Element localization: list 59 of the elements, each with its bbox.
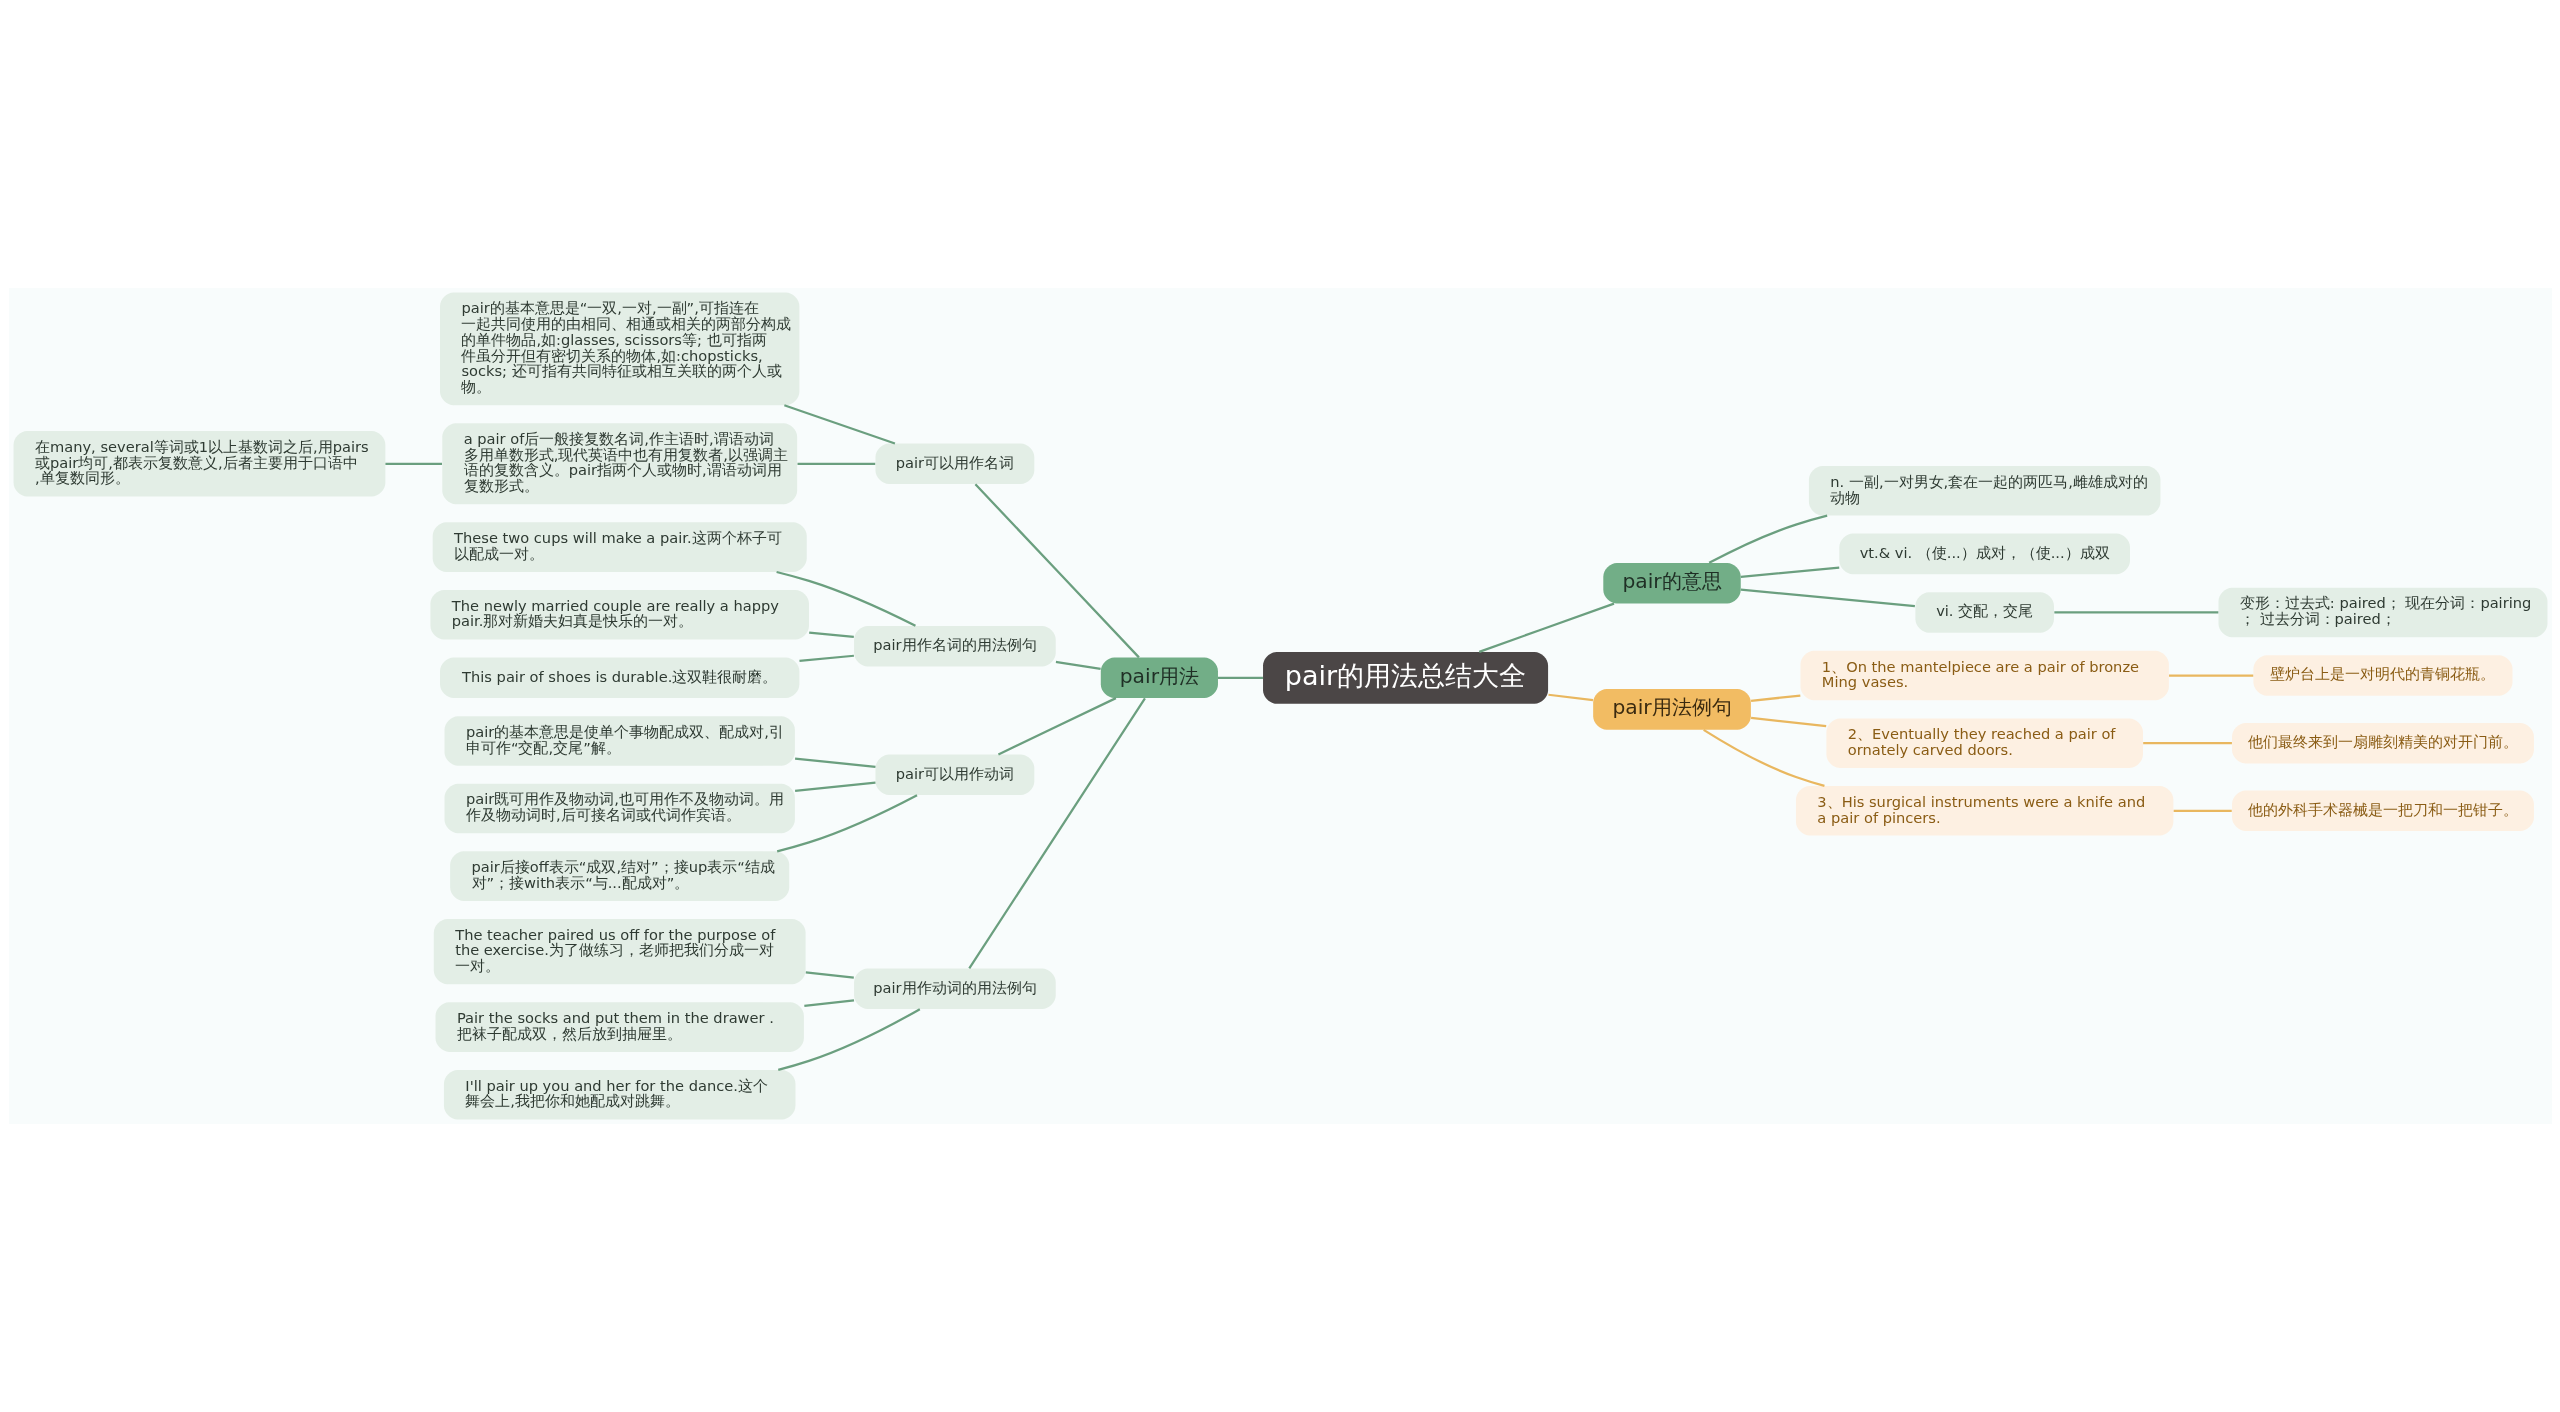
connector — [2173, 809, 2232, 812]
node-box: 2、Eventually they reached a pair of ornately carved doors. — [1825, 718, 2143, 768]
connector — [1217, 676, 1263, 679]
connector — [777, 1008, 920, 1071]
connector — [797, 462, 875, 465]
node-box: This pair of shoes is durable.这双鞋很耐磨。 — [439, 657, 799, 699]
node-box: vt.& vi. （使...）成对，（使...）成双 — [1838, 533, 2130, 575]
connector — [794, 781, 876, 792]
connector — [798, 654, 854, 663]
node-box: 壁炉台上是一对明代的青铜花瓶。 — [2252, 655, 2513, 696]
node-box: pair可以用作动词 — [874, 754, 1034, 795]
connector — [1547, 693, 1593, 702]
node-box: 1、On the mantelpiece are a pair of bronze Ming vases. — [1799, 650, 2169, 701]
node-box: pair的基本意思是使单个事物配成双、配成对,引申可作“交配,交尾”解。 — [444, 716, 795, 766]
node-box: pair用法例句 — [1592, 689, 1751, 730]
node-box: pair后接off表示“成双,结对”；接up表示“结成对”；接with表示“与...配成对”。 — [449, 851, 789, 901]
connector — [384, 462, 442, 465]
node-box: The newly married couple are really a happy pair.那对新婚夫妇真是快乐的一对。 — [429, 589, 809, 640]
node-box: pair可以用作名词 — [874, 443, 1034, 485]
connector — [1478, 602, 1614, 653]
node-box: n. 一副,一对男女,套在一起的两匹马,雌雄成对的动物 — [1808, 466, 2160, 516]
connector — [775, 570, 916, 627]
connector — [808, 631, 854, 638]
connector — [1740, 566, 1839, 578]
node-box: These two cups will make a pair.这两个杯子可以配成一对。 — [432, 522, 807, 572]
connector — [2142, 742, 2232, 745]
connector — [783, 404, 895, 445]
connector — [1055, 660, 1101, 670]
node-box: Pair the socks and put them in the drawer .把袜子配成双，然后放到抽屉里。 — [435, 1002, 804, 1052]
node-box: pair用法 — [1100, 657, 1218, 699]
connector — [805, 971, 854, 979]
connector — [967, 697, 1146, 969]
connector — [2168, 674, 2253, 677]
node-box: a pair of后一般接复数名词,作主语时,谓语动词多用单数形式,现代英语中也有用复数者,以强调主语的复数含义。pair指两个人或物时,谓语动词用复数形式。 — [441, 423, 797, 505]
node-box: pair的基本意思是“一双,一对,一副”,可指连在一起共同使用的由相同、相通或相关的两部分构成的单件物品,如:glasses, scissors等; 也可指两件虽分开但有密切关系的物体,如:chopsticks, socks; 还可指有共同特征或相互关联的两个人或物。 — [439, 292, 799, 406]
node-box: 在many, several等词或1以上基数词之后,用pairs或pair均可,都表示复数意义,后者主要用于口语中,单复数同形。 — [13, 431, 385, 497]
connector — [794, 757, 876, 768]
node-box: pair的意思 — [1602, 562, 1741, 604]
node-box: pair既可用作及物动词,也可用作不及物动词。用作及物动词时,后可接名词或代词作宾语。 — [444, 783, 795, 834]
connector — [803, 999, 854, 1008]
node-box: 变形：过去式: paired； 现在分词：pairing ； 过去分词：paired； — [2217, 587, 2547, 638]
node-box: The teacher paired us off for the purpose of the exercise.为了做练习，老师把我们分成一对一对。 — [433, 918, 806, 985]
node-box: pair的用法总结大全 — [1262, 651, 1548, 704]
connector — [1740, 588, 1915, 608]
node-box: pair用作名词的用法例句 — [853, 626, 1056, 667]
connector — [1708, 514, 1827, 564]
connector — [974, 483, 1140, 659]
node-box: pair用作动词的用法例句 — [853, 968, 1056, 1010]
connector — [776, 794, 918, 853]
connector — [1750, 716, 1826, 728]
node-box: vi. 交配，交尾 — [1914, 592, 2054, 633]
connector — [2053, 611, 2218, 614]
connector — [1750, 694, 1800, 702]
node-box: I'll pair up you and her for the dance.这个舞会上,我把你和她配成对跳舞。 — [443, 1069, 795, 1120]
node-box: 3、His surgical instruments were a knife and a pair of pincers. — [1795, 786, 2173, 836]
node-box: 他们最终来到一扇雕刻精美的对开门前。 — [2231, 722, 2534, 764]
node-box: 他的外科手术器械是一把刀和一把钳子。 — [2231, 790, 2534, 832]
connector — [997, 697, 1116, 756]
connector — [1702, 728, 1825, 787]
